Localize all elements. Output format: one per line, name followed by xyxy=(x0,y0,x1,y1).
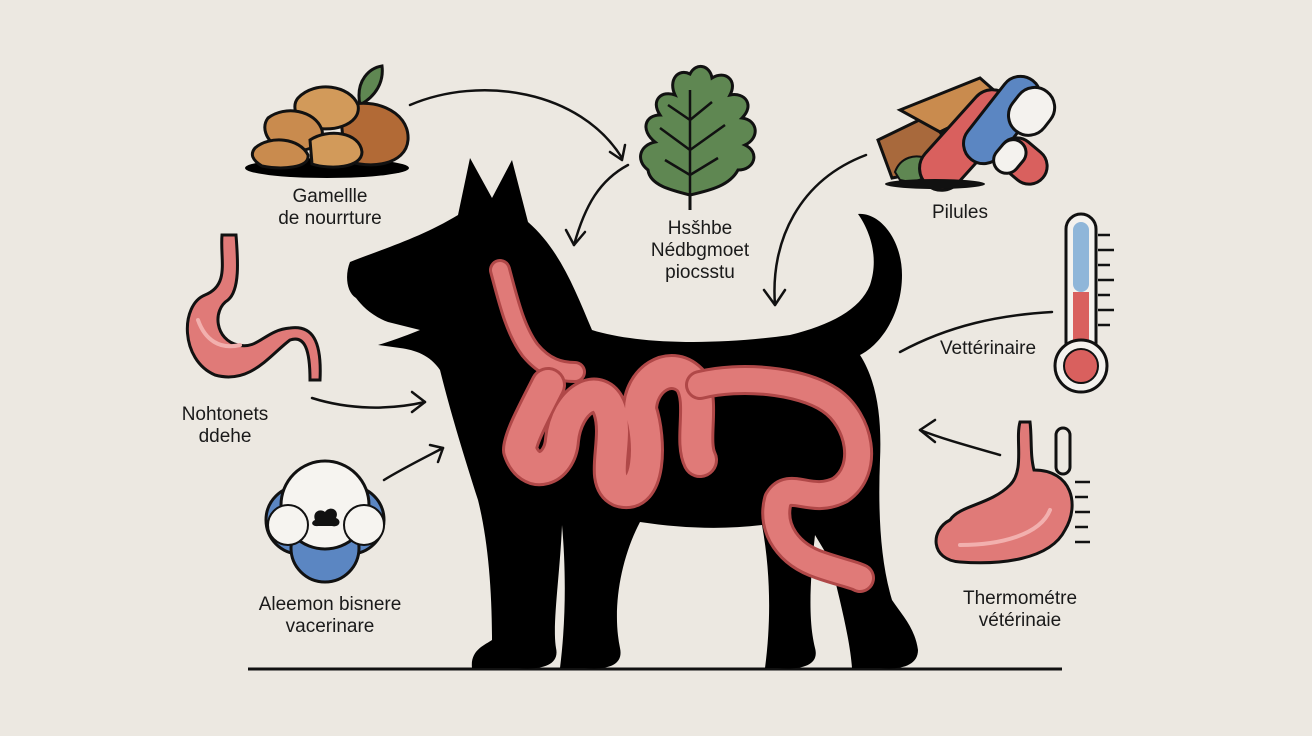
arrow-thermometer-to-dog xyxy=(898,310,1054,354)
capsule-white-blue xyxy=(962,74,1057,166)
arrow-bowl-to-dog xyxy=(408,89,624,160)
stomach-icon-right xyxy=(934,420,1090,565)
thermometer-icon xyxy=(1053,212,1114,394)
label-allergen: Alеemon bisnere vacerinare xyxy=(258,594,402,637)
cotton-flower-icon xyxy=(264,459,386,584)
digestive-tract xyxy=(489,259,875,593)
label-thermometer: Thermométre vétérinaie xyxy=(962,588,1078,631)
label-vet: Vettérinaire xyxy=(939,338,1037,359)
label-food-bowl: Gamellle de nourrture xyxy=(278,186,382,229)
arrow-cotton-to-dog xyxy=(382,446,445,482)
stomach-icon-left xyxy=(185,233,322,382)
leaf-icon xyxy=(639,65,757,210)
label-esophagus: Nohtonets ddehe xyxy=(181,404,269,447)
label-herb: Hsšhbe Nédbgmoet piocsstu xyxy=(650,218,750,283)
arrows xyxy=(310,89,1054,482)
arrow-stomach-right-to-dog xyxy=(918,428,1002,457)
pills-icon xyxy=(876,74,1057,192)
small-intestine xyxy=(502,354,718,509)
arrow-pills-to-dog xyxy=(773,153,868,307)
colon xyxy=(685,365,875,593)
arrow-esophagus-to-dog xyxy=(310,396,427,409)
arrow-leaf-to-dog xyxy=(572,163,630,247)
label-pills: Pilules xyxy=(932,202,988,223)
food-bowl-icon xyxy=(245,64,410,178)
